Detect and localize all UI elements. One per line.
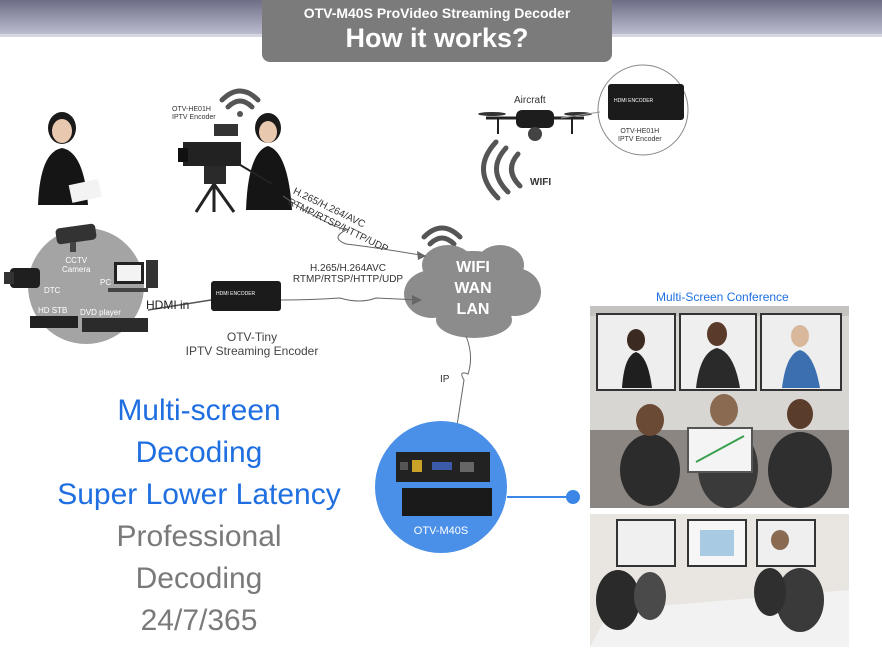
conference-photo-gap	[590, 508, 849, 514]
drone-encoder-text: HDMI ENCODER	[614, 98, 654, 104]
wifi-icon-top	[219, 88, 261, 117]
tiny-encoder-text: HDMI ENCODER	[216, 291, 256, 297]
dtc-label: DTC	[44, 286, 61, 295]
ip-label: IP	[440, 374, 450, 385]
pc-label: PC	[100, 278, 112, 287]
dvd-player-label: DVD player	[80, 308, 121, 317]
link-cloud-to-decoder	[455, 335, 472, 433]
dvd-player-icon	[82, 318, 148, 332]
conference-photo-bottom	[590, 514, 849, 647]
hdmi-in-label: HDMI in	[146, 298, 190, 312]
conference-connector-dot	[566, 490, 580, 504]
cloud-label-wan: WAN	[454, 280, 492, 297]
presenter-left-figure	[38, 112, 102, 205]
sources-circle	[28, 228, 144, 344]
dtc-camcorder-icon	[4, 268, 40, 288]
cctv-camera-icon	[55, 223, 97, 252]
tiny-encoder-box	[211, 281, 281, 311]
encoder-drone-model: OTV-HE01H	[620, 128, 660, 135]
cloud-label-lan: LAN	[456, 301, 490, 318]
tiny-encoder-desc: IPTV Streaming Encoder	[185, 344, 319, 358]
feature-line-latency: Super Lower Latency	[57, 478, 341, 511]
feature-line-decoding-grey: Decoding	[135, 562, 263, 595]
network-cloud	[404, 245, 541, 338]
decoder-device-icon	[396, 452, 492, 516]
conference-title: Multi-Screen Conference	[656, 290, 789, 304]
encoder-top-type: IPTV Encoder	[172, 114, 216, 121]
cloud-label-wifi: WIFI	[456, 259, 490, 276]
aircraft-label: Aircraft	[514, 95, 546, 106]
protocol-tiny-streams: RTMP/RTSP/HTTP/UDP	[292, 274, 404, 285]
encoder-drone-label: OTV-HE01H IPTV Encoder	[618, 128, 662, 144]
pc-icon	[108, 260, 158, 292]
feature-line-decoding: Decoding	[135, 436, 263, 469]
encoder-drone-type: IPTV Encoder	[618, 136, 662, 143]
arrow-camera-to-cloud	[417, 251, 426, 260]
feature-line-professional: Professional	[116, 520, 282, 553]
tiny-encoder-name: OTV-Tiny	[226, 330, 278, 344]
hd-stb-label: HD STB	[38, 306, 68, 315]
drone-encoder-box	[608, 84, 684, 120]
encoder-top-label: OTV-HE01H IPTV Encoder	[172, 106, 216, 122]
hd-stb-icon	[30, 316, 78, 328]
feature-line-multiscreen: Multi-screen	[117, 394, 281, 427]
link-hdmi-in	[147, 299, 212, 311]
zoom-connector	[560, 111, 601, 119]
arrow-tiny-to-cloud	[412, 295, 422, 305]
link-tiny-to-cloud	[280, 297, 421, 302]
protocol-tiny-codecs: H.265/H.264AVC	[310, 263, 386, 274]
drone-figure	[478, 110, 592, 141]
protocol-label-tiny: H.265/H.264AVC RTMP/RTSP/HTTP/UDP	[288, 263, 408, 285]
cloud-labels: WIFI WAN LAN	[433, 257, 513, 320]
cctv-label-line2: Camera	[62, 265, 91, 274]
link-camera-to-cloud	[282, 195, 427, 257]
cctv-label-line1: CCTV	[65, 256, 88, 265]
encoder-top-model: OTV-HE01H	[172, 106, 211, 113]
wifi-label: WIFI	[530, 177, 552, 188]
wifi-icon-drone	[481, 139, 523, 201]
conference-photo-top	[590, 306, 849, 508]
camera-presenter-figure	[178, 113, 292, 213]
decoder-label: OTV-M40S	[413, 525, 469, 537]
cctv-label: CCTV Camera	[62, 256, 90, 274]
title-box: OTV-M40S ProVideo Streaming Decoder How …	[262, 0, 612, 62]
feature-line-uptime: 24/7/365	[140, 604, 258, 637]
wifi-icon-cloud	[421, 225, 463, 247]
tiny-encoder-caption: OTV-Tiny IPTV Streaming Encoder	[182, 330, 322, 358]
page-subtitle: OTV-M40S ProVideo Streaming Decoder	[303, 5, 571, 21]
page-title: How it works?	[345, 23, 529, 53]
